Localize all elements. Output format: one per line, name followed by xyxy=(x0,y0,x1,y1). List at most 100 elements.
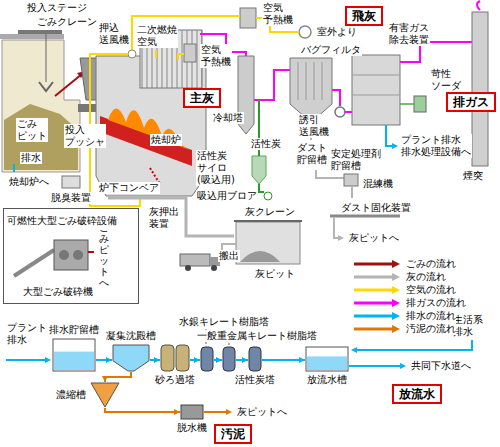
part-label: ごみ ピット xyxy=(16,118,48,142)
part-label: 押込 送風機 xyxy=(98,22,130,46)
equipment-label: 濃縮槽 xyxy=(55,389,87,401)
callout-text: 飛灰 xyxy=(352,9,376,23)
part-label: 投入 プッシャ xyxy=(64,124,106,148)
legend-arrow xyxy=(392,260,400,268)
legend-line xyxy=(354,328,394,331)
part-label: 排水 xyxy=(20,152,42,164)
equipment-label: 水銀キレート樹脂塔 xyxy=(178,316,270,328)
legend-text: 灰の流れ xyxy=(406,271,446,283)
part-label: 空気 予熱機 xyxy=(262,2,294,26)
arrow-head xyxy=(242,357,248,363)
part-label: 搬出 xyxy=(218,250,240,262)
part-label: 誘引 送風機 xyxy=(298,114,330,138)
legend-swatch xyxy=(352,285,402,295)
equipment-shape xyxy=(180,404,204,420)
callout-box: 放流水 xyxy=(392,384,442,404)
part-label: 苛性 ソーダ xyxy=(430,68,462,92)
part-label: 混練機 xyxy=(362,178,394,190)
part-label: 冷却塔 xyxy=(212,112,244,124)
legend-swatch xyxy=(352,324,402,334)
part-label: 空気 予熱機 xyxy=(200,44,232,68)
legend-text: 空気の流れ xyxy=(406,284,456,296)
part-label: バグフィルタ xyxy=(300,44,362,56)
equipment-label: 砂ろ過塔 xyxy=(154,374,196,386)
equipment-icon: 脱水機 xyxy=(180,404,204,420)
part-label: 焼却炉へ xyxy=(8,176,50,188)
equipment-shape xyxy=(305,346,349,372)
part-label: 活性炭 サイロ (吸込用) xyxy=(196,150,236,186)
part-label: 投入ステージ xyxy=(26,2,88,14)
equipment-label: 活性炭塔 xyxy=(234,374,276,386)
flow-line xyxy=(190,357,200,363)
part-label: プラント排水 排水処理設備へ xyxy=(400,134,472,158)
part-label: 室外より xyxy=(316,26,358,38)
legend-text: 排ガスの流れ xyxy=(406,297,466,309)
part-label: ダスト固化装置 xyxy=(340,202,412,214)
equipment-icon: 活性炭塔 xyxy=(248,346,262,372)
inset-panel: 可燃性大型ごみ破砕設備 xyxy=(3,208,139,304)
part-label: 共同下水道へ xyxy=(410,360,472,372)
legend-line xyxy=(354,302,394,305)
arrow-head xyxy=(194,357,200,363)
legend-text: 汚泥の流れ xyxy=(406,323,456,335)
legend-swatch xyxy=(352,311,402,321)
equipment-icon: 放流水槽 xyxy=(305,346,349,372)
part-label: ダスト 貯留槽 xyxy=(296,142,328,166)
part-label: 大型ごみ破砕機 xyxy=(22,286,94,298)
legend-text: 排水の流れ xyxy=(406,310,456,322)
flow-path xyxy=(105,372,131,382)
equipment-label: 一般重金属キレート樹脂塔 xyxy=(196,330,318,342)
flow-line xyxy=(96,357,112,363)
equipment-shape xyxy=(90,382,120,408)
callout-box: 汚泥 xyxy=(214,424,252,444)
equipment-shape xyxy=(112,344,150,372)
flow-path xyxy=(262,359,305,361)
legend-line xyxy=(354,263,394,266)
callout-box: 排ガス xyxy=(446,92,496,112)
callout-box: 飛灰 xyxy=(345,6,383,26)
part-label: 焼却炉 xyxy=(150,134,182,146)
legend-arrow xyxy=(392,299,400,307)
equipment-icon: 濃縮槽 xyxy=(90,382,120,408)
equipment-label: 脱水機 xyxy=(176,422,208,434)
arrow-head xyxy=(216,357,222,363)
part-label: 炉下コンベア xyxy=(98,182,160,194)
part-label: ごみピットへ xyxy=(98,222,110,288)
flow-path xyxy=(105,408,180,412)
arrow-head xyxy=(102,376,108,382)
equipment-label: 排水貯留槽 xyxy=(48,324,100,336)
callout-text: 排ガス xyxy=(453,95,489,109)
equipment-icon: 一般重金属キレート樹脂塔 xyxy=(222,346,236,372)
equipment-label: 凝集沈殿槽 xyxy=(105,330,157,342)
equipment-icon: 排水貯留槽 xyxy=(52,338,96,372)
legend-swatch xyxy=(352,272,402,282)
flow-line xyxy=(236,357,248,363)
equipment-shape xyxy=(160,344,190,372)
equipment-label: 放流水槽 xyxy=(306,374,348,386)
equipment-icon: 凝集沈殿槽 xyxy=(112,344,150,372)
part-label: プラント 排水 xyxy=(6,322,48,346)
legend-line xyxy=(354,289,394,292)
legend-swatch xyxy=(352,298,402,308)
part-label: 灰ピットへ xyxy=(236,406,288,418)
equipment-icon: 砂ろ過塔 xyxy=(160,344,190,372)
legend-arrow xyxy=(392,312,400,320)
part-label: 脱臭装置 xyxy=(50,192,92,204)
part-label: 吸込用ブロア xyxy=(196,190,258,202)
flow-line xyxy=(102,372,131,382)
legend-line xyxy=(354,276,394,279)
callout-box: 主灰 xyxy=(183,88,221,108)
legend-swatch xyxy=(352,259,402,269)
legend-arrow xyxy=(392,286,400,294)
flow-line xyxy=(214,357,222,363)
equipment-shape xyxy=(200,346,214,372)
part-label: 灰クレーン xyxy=(244,206,296,218)
part-label: ごみクレーン xyxy=(36,16,98,28)
equipment-shape xyxy=(222,346,236,372)
part-label: 灰ピットへ xyxy=(348,232,400,244)
part-label: 活性炭 xyxy=(250,138,282,150)
flow-line xyxy=(262,357,305,363)
callout-text: 主灰 xyxy=(190,91,214,105)
arrow-head xyxy=(174,409,180,415)
equipment-shape xyxy=(248,346,262,372)
